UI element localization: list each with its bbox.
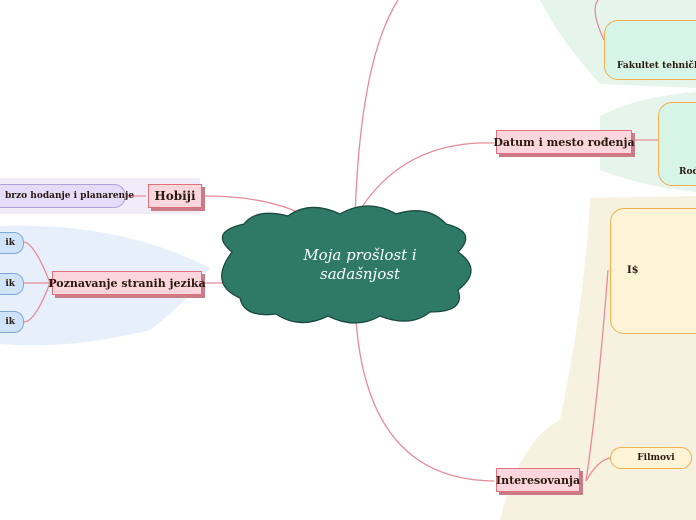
jezik-leaf-1[interactable]: ik xyxy=(0,232,24,254)
jezik-leaf-2[interactable]: ik xyxy=(0,273,24,295)
jezik-leaf-1-label: ik xyxy=(5,238,15,248)
interesovanja-label: Interesovanja xyxy=(495,473,581,487)
datum-card[interactable]: Rod xyxy=(658,102,696,186)
fakultet-card-text: Fakultet tehnički xyxy=(617,61,696,71)
jezici-label: Poznavanje stranih jezika xyxy=(48,276,206,290)
central-topic-cloud[interactable] xyxy=(221,205,472,324)
hobiji-leaf-label: brzo hodanje i planarenje xyxy=(5,191,135,201)
interesovanja-node[interactable]: Interesovanja xyxy=(496,468,580,492)
filmovi-node[interactable]: Filmovi xyxy=(610,447,692,469)
fakultet-card[interactable]: Fakultet tehnički xyxy=(604,20,696,80)
jezik-leaf-3-label: ik xyxy=(5,317,15,327)
central-topic-line2: sadašnjost xyxy=(320,265,400,283)
central-topic-line1: Moja prošlost i xyxy=(303,246,417,264)
hobiji-node[interactable]: Hobiji xyxy=(148,184,202,208)
datum-card-text: Rod xyxy=(679,167,696,177)
datum-label: Datum i mesto rođenja xyxy=(493,135,635,149)
filmovi-label: Filmovi xyxy=(637,453,675,463)
central-topic[interactable]: Moja prošlost i sadašnjost xyxy=(260,246,460,284)
jezici-node[interactable]: Poznavanje stranih jezika xyxy=(48,271,206,295)
jezik-leaf-2-label: ik xyxy=(5,279,15,289)
branch-connectors xyxy=(23,0,658,482)
datum-node[interactable]: Datum i mesto rođenja xyxy=(493,130,635,154)
interesovanja-card-text: I$ xyxy=(627,265,639,276)
interesovanja-photo-card[interactable]: I$ xyxy=(610,208,696,334)
hobiji-leaf-walking[interactable]: brzo hodanje i planarenje xyxy=(0,184,134,208)
jezik-leaf-3[interactable]: ik xyxy=(0,311,24,333)
hobiji-label: Hobiji xyxy=(154,189,196,203)
